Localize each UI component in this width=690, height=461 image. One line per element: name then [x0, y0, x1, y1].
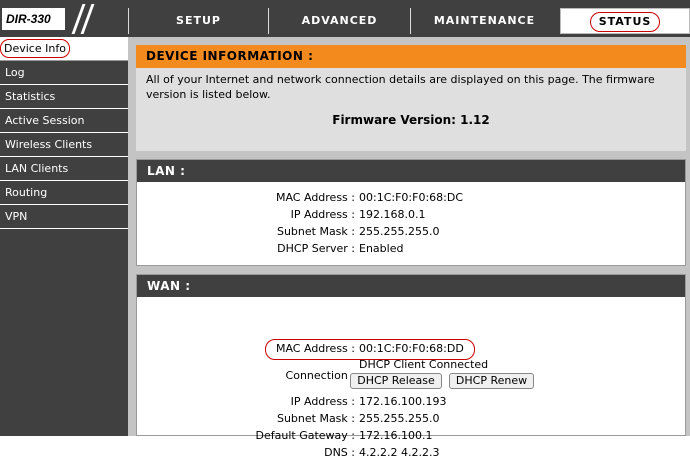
tab-status-label: STATUS: [589, 12, 661, 32]
row-label: DNS :: [324, 446, 355, 459]
connection-row: Connection :: [137, 367, 685, 384]
sidebar-item-routing[interactable]: Routing: [0, 181, 128, 205]
row-value: 255.255.255.0: [359, 225, 440, 238]
top-bar: DIR-330 SETUP ADVANCED MAINTENANCE STATU…: [0, 0, 690, 37]
section-title: LAN :: [137, 160, 685, 182]
dhcp-renew-button[interactable]: DHCP Renew: [449, 373, 534, 389]
firmware-label: Firmware Version:: [332, 113, 456, 127]
tab-advanced[interactable]: ADVANCED: [268, 8, 410, 34]
row-label: MAC Address :: [275, 191, 355, 204]
info-row: IP Address : 172.16.100.193: [137, 393, 685, 410]
info-row-mac: MAC Address : 00:1C:F0:F0:68:DD: [137, 340, 685, 357]
main-tabs: SETUP ADVANCED MAINTENANCE STATUS: [128, 8, 690, 34]
lan-panel: LAN : MAC Address : 00:1C:F0:F0:68:DC IP…: [136, 159, 686, 266]
firmware-version: Firmware Version: 1.12: [136, 113, 686, 127]
sidebar-item-log[interactable]: Log: [0, 61, 128, 85]
model-logo: DIR-330: [2, 8, 65, 30]
info-row: DNS : 4.2.2.2 4.2.2.3: [137, 444, 685, 461]
row-value: 00:1C:F0:F0:68:DD: [359, 342, 464, 355]
sidebar-item-statistics[interactable]: Statistics: [0, 85, 128, 109]
row-value: 4.2.2.2 4.2.2.3: [359, 446, 440, 459]
row-value: Enabled: [359, 242, 404, 255]
sidebar-item-active-session[interactable]: Active Session: [0, 109, 128, 133]
info-row: Subnet Mask : 255.255.255.0: [137, 410, 685, 427]
row-label: DHCP Server :: [277, 242, 355, 255]
sidebar: Device Info Log Statistics Active Sessio…: [0, 37, 128, 436]
row-value: 192.168.0.1: [359, 208, 426, 221]
info-row: Subnet Mask : 255.255.255.0: [137, 223, 685, 240]
wan-panel: WAN : MAC Address : 00:1C:F0:F0:68:DD DH…: [136, 274, 686, 459]
info-row: IP Address : 192.168.0.1: [137, 206, 685, 223]
sidebar-item-lan-clients[interactable]: LAN Clients: [0, 157, 128, 181]
dhcp-release-button[interactable]: DHCP Release: [350, 373, 442, 389]
row-label: MAC Address :: [275, 342, 355, 355]
row-label: Subnet Mask :: [276, 225, 355, 238]
tab-setup[interactable]: SETUP: [128, 8, 268, 34]
row-value: 255.255.255.0: [359, 412, 440, 425]
row-label: Subnet Mask :: [276, 412, 355, 425]
firmware-value: 1.12: [460, 113, 490, 127]
connection-buttons: DHCP Release DHCP Renew: [137, 373, 685, 390]
info-row: DHCP Server : Enabled: [137, 240, 685, 257]
row-label: IP Address :: [290, 208, 355, 221]
connection-value: DHCP Client Connected: [359, 358, 489, 371]
row-value: 172.16.100.193: [359, 395, 447, 408]
sidebar-item-device-info[interactable]: Device Info: [0, 37, 128, 61]
sidebar-item-wireless-clients[interactable]: Wireless Clients: [0, 133, 128, 157]
tab-status[interactable]: STATUS: [560, 8, 690, 34]
annotation-circle: [265, 339, 475, 360]
device-information-panel: DEVICE INFORMATION : All of your Interne…: [136, 45, 686, 151]
section-title: WAN :: [137, 275, 685, 297]
row-label: Connection :: [285, 369, 355, 382]
tab-maintenance[interactable]: MAINTENANCE: [410, 8, 558, 34]
description-text: All of your Internet and network connect…: [146, 73, 655, 101]
sidebar-item-vpn[interactable]: VPN: [0, 205, 128, 229]
row-value: 00:1C:F0:F0:68:DC: [359, 191, 464, 204]
info-row: MAC Address : 00:1C:F0:F0:68:DC: [137, 189, 685, 206]
main-content: DEVICE INFORMATION : All of your Interne…: [128, 37, 690, 459]
section-title: DEVICE INFORMATION :: [136, 45, 686, 68]
sidebar-item-label: Device Info: [0, 39, 70, 58]
row-label: IP Address :: [290, 395, 355, 408]
connection-status-row: DHCP Client Connected: [137, 357, 685, 373]
